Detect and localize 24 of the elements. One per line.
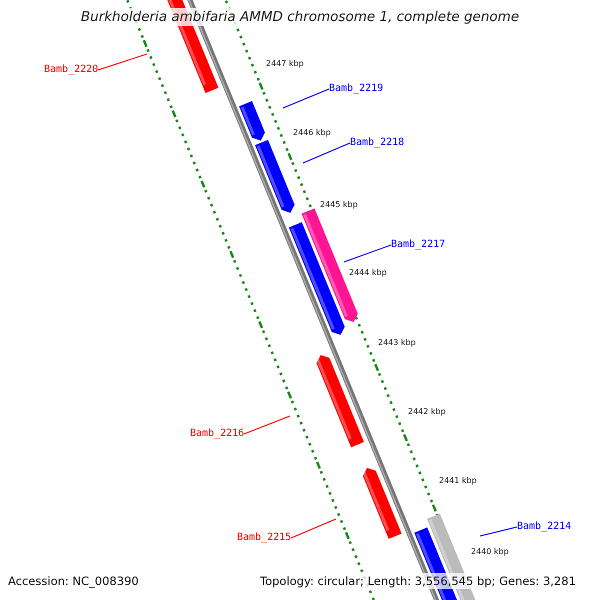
tick-label: 2446 kbp (293, 128, 331, 138)
gene-label: Bamb_2214 (517, 521, 572, 533)
leader-line (244, 416, 290, 434)
gene-label: Bamb_2215 (237, 532, 292, 544)
tick-label: 2445 kbp (320, 200, 358, 210)
tick-label: 2443 kbp (378, 338, 416, 348)
leader-line (290, 518, 336, 538)
genome-stats-text: Topology: circular; Length: 3,556,545 bp; Genes: 3,281 (260, 573, 576, 589)
tick-label: 2442 kbp (408, 407, 446, 417)
gene-label: Bamb_2220 (44, 64, 98, 76)
leader-line (302, 142, 350, 164)
tick-label: 2447 kbp (266, 59, 304, 69)
tick-label: 2444 kbp (349, 268, 387, 278)
gene-label: Bamb_2219 (329, 83, 384, 95)
leader-line (480, 526, 518, 536)
gene-label: Bamb_2218 (350, 137, 404, 149)
gene-label: Bamb_2217 (391, 239, 446, 251)
tick-label: 2440 kbp (471, 547, 509, 557)
tick-label: 2441 kbp (439, 476, 477, 486)
gene-label: Bamb_2216 (190, 428, 244, 440)
leader-line (282, 88, 330, 108)
accession-text: Accession: NC_008390 (8, 573, 139, 589)
leader-line (98, 54, 148, 70)
leader-line (344, 244, 392, 262)
